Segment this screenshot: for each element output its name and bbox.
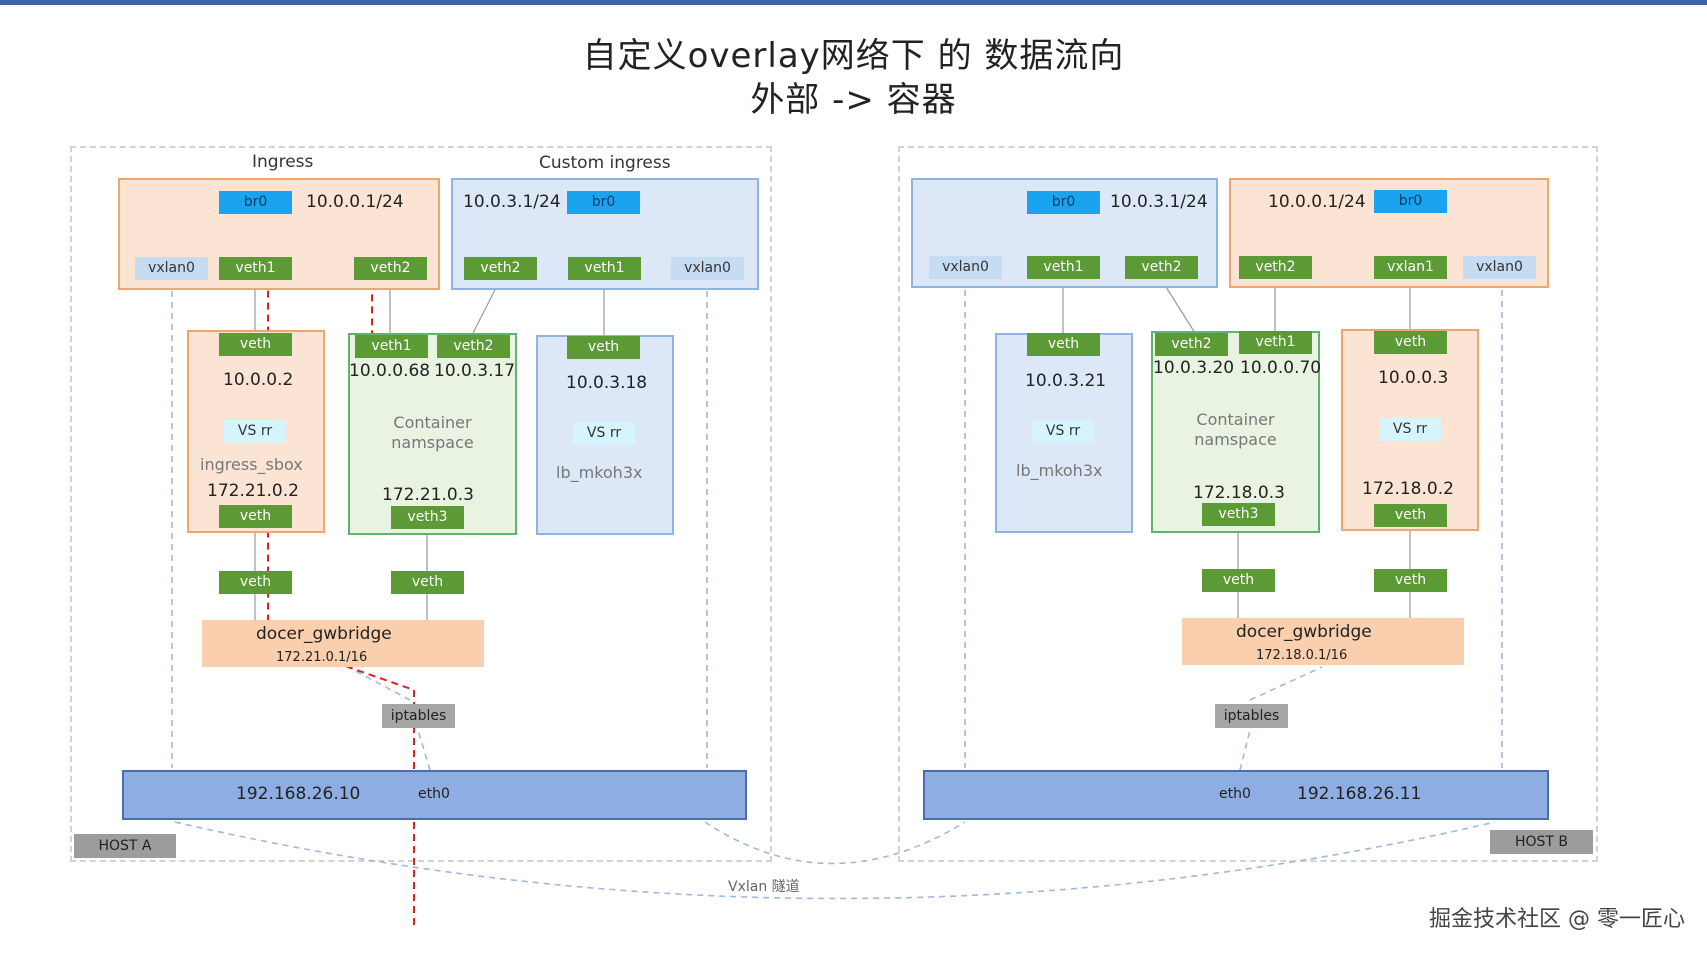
host-a-ingress-veth2: veth2 [354, 257, 427, 280]
host-a-label: HOST A [74, 834, 176, 858]
host-a-custom-veth1: veth1 [568, 257, 641, 280]
host-b-gwbridge-subnet: 172.18.0.1/16 [1256, 648, 1348, 663]
host-b-eth0-name: eth0 [1219, 786, 1251, 802]
host-a-lb-name: lb_mkoh3x [556, 463, 643, 482]
host-a-custom-veth2: veth2 [464, 257, 537, 280]
host-a-lb-vs: VS rr [573, 422, 635, 445]
host-a-gwbridge-name: docer_gwbridge [256, 624, 392, 644]
host-b-ingress-subnet: 10.0.0.1/24 [1268, 192, 1366, 212]
host-a-ingress-vxlan0: vxlan0 [135, 257, 208, 280]
host-a-gwbridge-subnet: 172.21.0.1/16 [276, 650, 368, 665]
vxlan-tunnel-label: Vxlan 隧道 [728, 879, 800, 895]
host-b-gwbridge-name: docer_gwbridge [1236, 622, 1372, 642]
host-a-container-ip3: 172.21.0.3 [382, 485, 474, 505]
host-b-sbox-veth-bottom: veth [1374, 504, 1447, 527]
top-accent-bar [0, 0, 1707, 5]
line-b-veth2-cont [1160, 278, 1196, 334]
watermark: 掘金技术社区 @ 零一匠心 [1429, 907, 1685, 932]
host-a-sbox-veth-bottom: veth [219, 505, 292, 528]
host-b-container-namespace [1151, 331, 1320, 533]
host-b-custom-veth2: veth2 [1125, 256, 1198, 279]
host-a-sbox-name: ingress_sbox [200, 455, 303, 474]
host-a-eth0-name: eth0 [418, 786, 450, 802]
host-b-eth0-interface [923, 770, 1549, 820]
dash-b-ipt-gw [1249, 666, 1323, 701]
host-b-lb-ip: 10.0.3.21 [1025, 371, 1107, 391]
host-b-host-veth-2: veth [1374, 569, 1447, 592]
host-a-ingress-veth1: veth1 [219, 257, 292, 280]
host-b-container-veth3: veth3 [1202, 503, 1275, 526]
dash-a-eth-ipt [417, 729, 431, 771]
host-b-container-veth2: veth2 [1155, 333, 1228, 356]
host-b-ingress-veth2: veth2 [1239, 256, 1312, 279]
host-b-docker-gwbridge [1182, 618, 1464, 665]
host-a-eth0-ip: 192.168.26.10 [236, 784, 361, 804]
dash-b-eth-ipt [1239, 729, 1251, 771]
host-a-container-veth1: veth1 [355, 335, 428, 358]
host-a-container-namespace [348, 333, 517, 535]
host-b-custom-veth1: veth1 [1027, 256, 1100, 279]
host-a-host-veth-1: veth [219, 571, 292, 594]
host-a-frame [70, 146, 772, 862]
host-b-lb-vs: VS rr [1032, 420, 1094, 443]
host-b-label: HOST B [1490, 830, 1593, 854]
host-b-sbox-ip2: 172.18.0.2 [1362, 479, 1454, 499]
diagram-title: 自定义overlay网络下 的 数据流向 [582, 36, 1125, 76]
host-a-custom-br0: br0 [567, 191, 640, 214]
host-b-container-ip2: 10.0.0.70 [1240, 358, 1322, 378]
host-a-container-name: Container namspace [391, 413, 474, 452]
host-a-custom-subnet: 10.0.3.1/24 [463, 192, 561, 212]
host-a-container-veth3: veth3 [391, 506, 464, 529]
host-a-host-veth-2: veth [391, 571, 464, 594]
host-a-docker-gwbridge [202, 620, 484, 667]
host-b-frame [898, 146, 1598, 862]
host-b-custom-br0: br0 [1027, 191, 1100, 214]
host-b-ingress-vxlan1: vxlan1 [1374, 256, 1447, 279]
host-b-custom-vxlan0: vxlan0 [929, 256, 1002, 279]
host-a-lb-veth: veth [567, 336, 640, 359]
host-a-sbox-ip: 10.0.0.2 [223, 370, 294, 390]
host-a-eth0-interface [122, 770, 747, 820]
host-b-container-name: Container namspace [1194, 410, 1277, 449]
host-a-sbox-ip2: 172.21.0.2 [207, 481, 299, 501]
host-b-container-ip1: 10.0.3.20 [1153, 358, 1235, 378]
host-a-container-veth2: veth2 [437, 335, 510, 358]
host-b-lb-veth: veth [1027, 333, 1100, 356]
host-b-custom-subnet: 10.0.3.1/24 [1110, 192, 1208, 212]
host-b-container-ip3: 172.18.0.3 [1193, 483, 1285, 503]
host-b-sbox-vs: VS rr [1379, 418, 1441, 441]
host-b-host-veth-1: veth [1202, 569, 1275, 592]
host-b-ingress-vxlan0: vxlan0 [1463, 256, 1536, 279]
tunnel-arc-inner [704, 821, 966, 865]
host-a-container-ip2: 10.0.3.17 [434, 361, 516, 381]
host-b-sbox-veth-top: veth [1374, 331, 1447, 354]
host-a-custom-ingress-label: Custom ingress [539, 153, 671, 173]
host-b-iptables: iptables [1215, 704, 1288, 728]
dash-a-ipt-gw [347, 666, 411, 701]
host-b-container-veth1: veth1 [1239, 331, 1312, 354]
tunnel-arc-outer [174, 821, 1496, 900]
host-a-ingress-subnet: 10.0.0.1/24 [306, 192, 404, 212]
host-b-lb-name: lb_mkoh3x [1016, 461, 1103, 480]
host-a-ingress-br0: br0 [219, 191, 292, 214]
host-a-lb-ip: 10.0.3.18 [566, 373, 648, 393]
host-a-container-ip1: 10.0.0.68 [349, 361, 431, 381]
host-a-custom-vxlan0: vxlan0 [671, 257, 744, 280]
diagram-subtitle: 外部 -> 容器 [750, 80, 957, 120]
host-a-iptables: iptables [382, 704, 455, 728]
host-b-sbox-ip: 10.0.0.3 [1378, 368, 1449, 388]
host-b-eth0-ip: 192.168.26.11 [1297, 784, 1422, 804]
host-b-ingress-br0: br0 [1374, 190, 1447, 213]
host-b-lb-namespace [995, 333, 1133, 533]
host-a-ingress-label: Ingress [252, 152, 314, 172]
host-a-sbox-veth-top: veth [219, 333, 292, 356]
host-a-sbox-vs: VS rr [224, 420, 286, 443]
